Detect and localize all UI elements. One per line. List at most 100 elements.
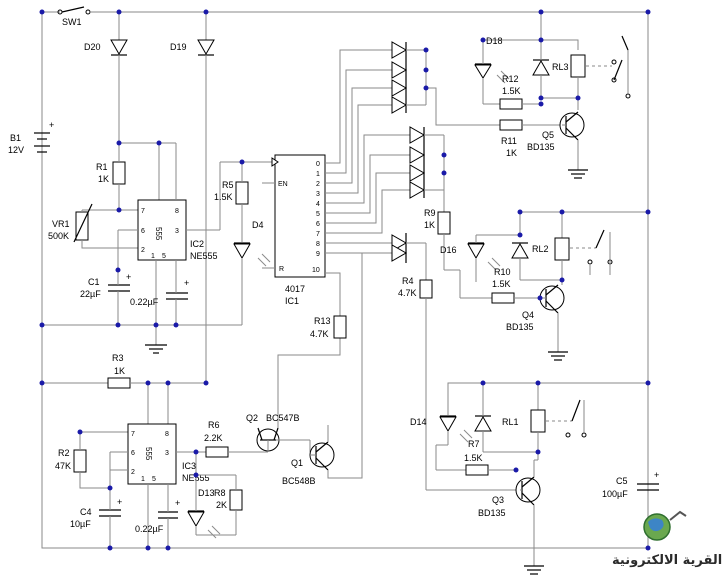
svg-text:8: 8	[316, 241, 320, 248]
svg-text:3: 3	[165, 450, 169, 457]
ic2-label: IC2	[190, 239, 204, 249]
ic3-label: IC3	[182, 461, 196, 471]
r5-d4: R5 1.5K D4	[214, 161, 275, 325]
svg-text:EN: EN	[278, 181, 288, 188]
svg-text:4: 4	[316, 201, 320, 208]
svg-text:6: 6	[131, 450, 135, 457]
r3-value: 1K	[114, 366, 125, 376]
c-0-22b-label: 0.22µF	[135, 524, 164, 534]
r6-value: 2.2K	[204, 433, 223, 443]
r4-label: R4	[402, 276, 414, 286]
svg-text:+: +	[184, 278, 189, 288]
svg-text:2: 2	[141, 247, 145, 254]
d4-label: D4	[252, 220, 264, 230]
svg-text:2: 2	[131, 469, 135, 476]
r10-value: 1.5K	[492, 279, 511, 289]
d19-label: D19	[170, 42, 187, 52]
svg-text:7: 7	[316, 231, 320, 238]
svg-text:+: +	[117, 497, 122, 507]
svg-text:3: 3	[316, 191, 320, 198]
svg-text:555: 555	[154, 227, 163, 241]
diode-ladder-3	[391, 233, 427, 280]
svg-text:5: 5	[316, 211, 320, 218]
c4-label: C4	[80, 507, 92, 517]
svg-text:6: 6	[316, 221, 320, 228]
svg-text:9: 9	[316, 251, 320, 258]
battery-b1: B1 12V +	[8, 120, 54, 155]
capacitor-c5: + C5 100µF	[602, 470, 659, 499]
svg-text:10: 10	[312, 267, 320, 274]
svg-text:555: 555	[144, 447, 153, 461]
ic1-label: IC1	[285, 296, 299, 306]
q1-label: Q1	[291, 458, 303, 468]
ic2-section: R1 1K VR1 500K 7 8 6 3 2 1 5 555 IC2 NE5…	[48, 142, 221, 354]
d16-label: D16	[440, 245, 457, 255]
svg-text:7: 7	[131, 431, 135, 438]
c5-label: C5	[616, 476, 628, 486]
sw1-label: SW1	[62, 17, 82, 27]
b1-label: B1	[10, 133, 21, 143]
r1-label: R1	[96, 162, 108, 172]
r1-value: 1K	[98, 174, 109, 184]
svg-text:R: R	[279, 266, 284, 273]
r12-label: R12	[502, 74, 519, 84]
svg-text:8: 8	[165, 431, 169, 438]
q3-value: BD135	[478, 508, 506, 518]
d13-label: D13	[198, 488, 215, 498]
r8-value: 2K	[216, 500, 227, 510]
r13-label: R13	[314, 316, 331, 326]
r2-label: R2	[58, 448, 70, 458]
ic2-value: NE555	[190, 251, 218, 261]
r8-label: R8	[214, 488, 226, 498]
c1-value: 22µF	[80, 289, 101, 299]
ic1-4017: EN R 0 1 2 3 4 5 6 7 8 9 10 4017 IC1	[262, 154, 326, 306]
c1-label: C1	[88, 277, 100, 287]
c-0-22-label: 0.22µF	[130, 297, 159, 307]
c4-value: 10µF	[70, 519, 91, 529]
r5-label: R5	[222, 180, 234, 190]
r13-value: 4.7K	[310, 329, 329, 339]
relay-section-rl2: D16 R10 1.5K RL2 Q4 BD135	[440, 211, 648, 361]
r11-value: 1K	[506, 148, 517, 158]
transistors-q1-q2: Q2 BC547B Q1 BC548B R13 4.7K	[246, 253, 363, 486]
ic3-section: R3 1K R2 47K 7 8 6 3 2 1 5 555 IC3 NE555…	[42, 353, 258, 548]
diode-d20: D20	[84, 12, 128, 143]
rl1-label: RL1	[502, 417, 519, 427]
resistor-r4: R4 4.7K	[398, 276, 520, 491]
svg-text:2: 2	[316, 181, 320, 188]
c5-value: 100µF	[602, 489, 628, 499]
ic1-output-wires	[325, 49, 410, 316]
q5-label: Q5	[542, 130, 554, 140]
q5-value: BD135	[527, 142, 555, 152]
svg-text:1: 1	[316, 171, 320, 178]
svg-text:1: 1	[141, 476, 145, 483]
svg-text:+: +	[654, 470, 659, 480]
rl2-label: RL2	[532, 244, 549, 254]
brand-text: القرية الالكترونية	[612, 553, 722, 568]
r11-label: R11	[501, 136, 517, 146]
d18-label: D18	[486, 36, 503, 46]
r2-value: 47K	[55, 461, 71, 471]
svg-text:1: 1	[151, 253, 155, 260]
r7-label: R7	[468, 439, 480, 449]
svg-text:5: 5	[162, 253, 166, 260]
q4-label: Q4	[522, 310, 534, 320]
r9-value: 1K	[424, 220, 435, 230]
r10-label: R10	[494, 267, 511, 277]
switch-sw1: SW1	[57, 6, 206, 27]
junction-dots	[39, 9, 651, 551]
q2-value: BC547B	[266, 413, 300, 423]
d14-label: D14	[410, 417, 427, 427]
q2-label: Q2	[246, 413, 258, 423]
diode-ladder-2	[409, 126, 445, 212]
q3-label: Q3	[492, 495, 504, 505]
q4-value: BD135	[506, 322, 534, 332]
svg-text:3: 3	[175, 228, 179, 235]
ic1-value: 4017	[285, 284, 305, 294]
vr1-value: 500K	[48, 231, 69, 241]
r6-label: R6	[208, 420, 220, 430]
svg-text:+: +	[126, 272, 131, 282]
d20-label: D20	[84, 42, 101, 52]
